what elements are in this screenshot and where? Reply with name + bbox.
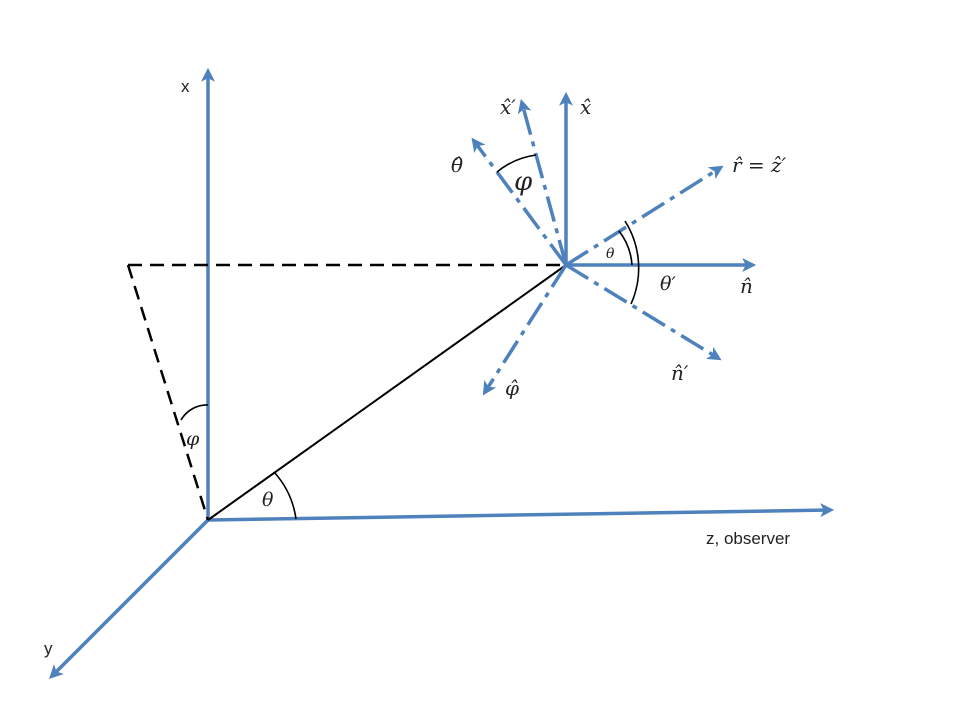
r-hat-label: r̂ = ẑ′ [732, 153, 787, 177]
y-axis [49, 518, 210, 679]
position-vector-line [207, 264, 567, 521]
x-hat-prime-label: x̂′ [500, 95, 516, 119]
z-axis-label: z, observer [706, 529, 790, 548]
theta-point-label: θ [606, 246, 615, 262]
n-hat-prime-vector [565, 263, 722, 361]
theta-arc-point [618, 230, 633, 266]
phi-hat-label: φ̂ [505, 376, 519, 400]
theta-hat-label: θ̂ [451, 153, 463, 177]
projection-dashed-slant [126, 264, 210, 521]
x-axis-label: x [181, 77, 190, 96]
theta-prime-arc-point [624, 220, 640, 305]
phi-arc-point [496, 154, 537, 173]
phi-origin-label: φ [186, 428, 200, 450]
theta-prime-point-label: θ′ [660, 273, 676, 295]
phi-hat-vector [482, 264, 568, 396]
y-axis-label: y [44, 639, 53, 658]
x-hat-prime-vector [517, 98, 568, 266]
x-hat-label: x̂ [580, 95, 591, 119]
theta-hat-vector [471, 137, 568, 267]
n-hat-prime-label: n̂′ [671, 361, 689, 385]
phi-arc-origin [180, 404, 209, 421]
z-axis [207, 503, 835, 522]
phi-point-label: φ [514, 167, 533, 197]
r-hat-vector [565, 165, 724, 267]
n-hat-label: n̂ [740, 274, 753, 298]
theta-arc-origin [273, 471, 297, 520]
theta-origin-label: θ [262, 489, 274, 511]
